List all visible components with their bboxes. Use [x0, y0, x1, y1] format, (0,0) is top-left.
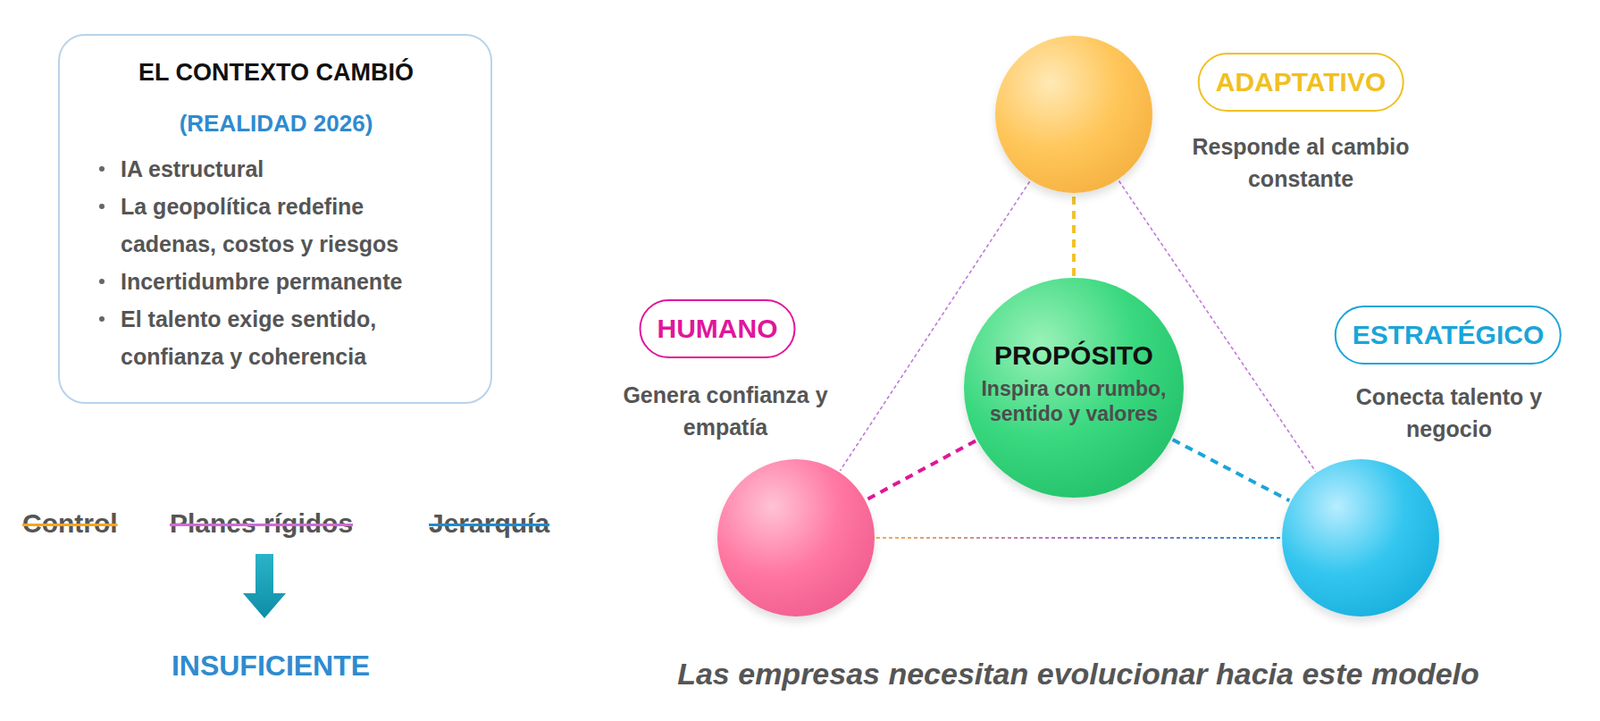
bullet-item: La geopolítica redefine cadenas, costos …: [86, 187, 466, 263]
pillar-sphere: ESTRATÉGICOConecta talento y negocio: [1281, 459, 1440, 617]
bullet-item: Incertidumbre permanente: [86, 262, 466, 301]
struck-word: Control: [22, 508, 118, 539]
bullet-text: La geopolítica redefine cadenas, costos …: [120, 193, 399, 257]
pillar-label: ADAPTATIVO: [1197, 52, 1405, 112]
pillar-label: HUMANO: [639, 299, 796, 359]
bullet-text: El talento exige sentido, confianza y co…: [120, 306, 377, 369]
connector: [876, 536, 1281, 539]
bullet-dot: [99, 316, 105, 322]
box-subtitle: (REALIDAD 2026): [86, 109, 466, 138]
caption: Las empresas necesitan evolucionar hacia…: [677, 656, 1480, 692]
purpose-circle: PROPÓSITO Inspira con rumbo, sentido y va…: [963, 277, 1184, 498]
bullet-text: Incertidumbre permanente: [120, 268, 403, 294]
pillar-description: Genera confianza y empatía: [616, 378, 836, 444]
bullet-dot: [99, 203, 105, 210]
pillar-description: Responde al cambio constante: [1191, 130, 1411, 195]
connector: [866, 440, 976, 500]
connector: [1072, 194, 1076, 277]
circle-title: PROPÓSITO: [994, 340, 1154, 371]
struck-word: Jerarquía: [428, 508, 550, 539]
bullet-dot: [99, 278, 105, 285]
pillar-label: ESTRATÉGICO: [1334, 305, 1562, 365]
bullet-dot: [99, 166, 105, 172]
down-arrow: [242, 553, 286, 619]
box-title: EL CONTEXTO CAMBIÓ: [86, 58, 466, 87]
pillar-sphere: ADAPTATIVOResponde al cambio constante: [995, 35, 1153, 193]
pillar-sphere: HUMANOGenera confianza y empatía: [717, 459, 875, 617]
connector: [1172, 439, 1291, 501]
bullet-text: IA estructural: [120, 156, 264, 182]
bullet-item: El talento exige sentido, confianza y co…: [86, 300, 466, 376]
pillar-description: Conecta talento y negocio: [1347, 380, 1551, 445]
struck-word: Planes rígidos: [169, 508, 353, 539]
verdict-label: INSUFICIENTE: [171, 649, 370, 683]
bullet-item: IA estructural: [86, 150, 466, 188]
context-box: EL CONTEXTO CAMBIÓ (REALIDAD 2026) IA estr…: [58, 33, 493, 404]
circle-body: Inspira con rumbo, sentido y valores: [978, 376, 1171, 427]
